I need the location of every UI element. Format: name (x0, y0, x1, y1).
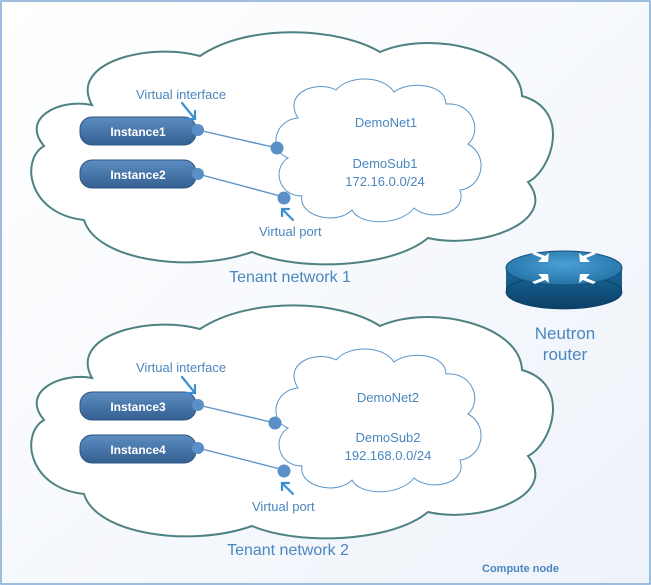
instance-2[interactable]: Instance2 (79, 159, 197, 189)
virtual-interface-arrow-icon (180, 101, 197, 121)
virtual-port-dot-1 (270, 141, 284, 155)
virtual-port-dot-2 (277, 191, 291, 205)
instance-1-label: Instance1 (110, 125, 166, 139)
link-instance3-port (197, 404, 276, 424)
network-name-2: DemoNet2 (357, 390, 419, 405)
subnet-name-1: DemoSub1 (352, 156, 417, 171)
virtual-port-dot-3 (268, 416, 282, 430)
virtual-port-arrow-icon (280, 207, 295, 222)
router-label-line2: router (543, 345, 588, 364)
instance-2-label: Instance2 (110, 168, 166, 182)
virtual-interface-dot-3 (192, 399, 204, 411)
tenant-network-label-2: Tenant network 2 (227, 542, 349, 559)
instance-1[interactable]: Instance1 (79, 116, 197, 146)
instance-4-label: Instance4 (110, 443, 166, 457)
tenant-network-2: Instance3 Instance4 Virtual interface Vi… (30, 304, 554, 559)
tenant-network-label-1: Tenant network 1 (229, 269, 351, 286)
tenant-network-1: Instance1 Instance2 Virtual interface Vi… (30, 31, 554, 286)
virtual-port-label-2: Virtual port (252, 499, 315, 514)
link-instance2-port (197, 173, 285, 198)
instance-3[interactable]: Instance3 (79, 391, 197, 421)
network-name-1: DemoNet1 (355, 115, 417, 130)
virtual-port-arrow-icon (280, 481, 295, 496)
neutron-router[interactable]: Neutron router (505, 250, 623, 364)
virtual-port-label-1: Virtual port (259, 224, 322, 239)
virtual-interface-arrow-icon (180, 375, 197, 395)
network-cloud-1 (275, 78, 482, 223)
link-instance1-port (197, 129, 278, 149)
compute-node-label: Compute node (482, 563, 559, 575)
router-label-line1: Neutron (535, 324, 595, 343)
virtual-interface-dot-2 (192, 168, 204, 180)
router-icon (505, 250, 623, 310)
virtual-port-dot-4 (277, 464, 291, 478)
virtual-interface-label-2: Virtual interface (136, 360, 226, 375)
subnet-cidr-1: 172.16.0.0/24 (345, 174, 425, 189)
subnet-cidr-2: 192.168.0.0/24 (345, 448, 432, 463)
virtual-interface-dot-1 (192, 124, 204, 136)
instance-3-label: Instance3 (110, 400, 166, 414)
subnet-name-2: DemoSub2 (355, 430, 420, 445)
network-cloud-2 (275, 348, 482, 493)
virtual-interface-dot-4 (192, 442, 204, 454)
virtual-interface-label-1: Virtual interface (136, 87, 226, 102)
instance-4[interactable]: Instance4 (79, 434, 197, 464)
link-instance4-port (197, 447, 285, 471)
